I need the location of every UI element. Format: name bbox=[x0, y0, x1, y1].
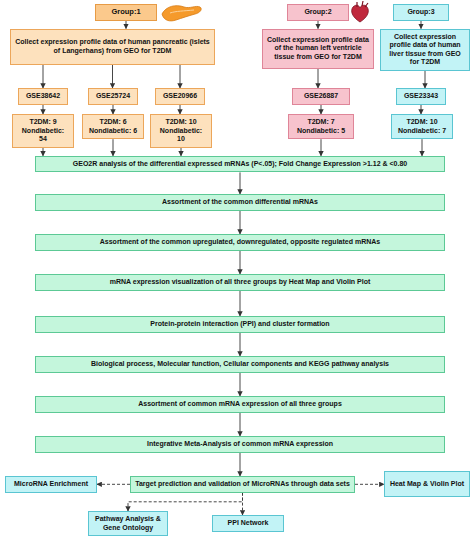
node-text: T2DM: 6 bbox=[99, 118, 126, 127]
node-text: GSE25724 bbox=[96, 92, 130, 101]
node-text: GSE23343 bbox=[404, 92, 438, 101]
flow-arrow bbox=[421, 21, 422, 29]
flow-arrow bbox=[240, 251, 241, 274]
process-box: Assortment of the common upregulated, do… bbox=[35, 234, 445, 251]
dataset-box: GSE38642 bbox=[18, 88, 68, 105]
flow-arrow bbox=[240, 211, 241, 234]
sample-box: T2DM: 10Nondiabetic: 7 bbox=[391, 114, 453, 139]
output-box: PPI Network bbox=[212, 515, 284, 532]
flow-arrow bbox=[126, 21, 127, 29]
flow-arrow bbox=[240, 333, 241, 356]
flow-arrow bbox=[240, 373, 241, 396]
flow-arrow bbox=[43, 105, 44, 114]
process-box: Assortment of the common differential mR… bbox=[35, 194, 445, 211]
node-text: T2DM: 10 bbox=[165, 118, 196, 127]
heart-icon bbox=[352, 1, 369, 22]
node-text: Group:2 bbox=[304, 8, 331, 17]
sample-box: T2DM: 7Nondiabetic: 5 bbox=[288, 114, 354, 139]
node-text: Nondiabetic: 54 bbox=[17, 127, 69, 144]
flow-arrow bbox=[240, 291, 241, 316]
output-box: Pathway Analysis & Gene Ontology bbox=[88, 511, 168, 536]
flow-arrow bbox=[180, 65, 181, 88]
collect-box: Collect expression profile data of human… bbox=[380, 29, 470, 71]
flow-arrow bbox=[355, 484, 384, 485]
process-box: Assortment of common mRNA expression of … bbox=[35, 396, 445, 413]
node-text: Target prediction and validation of Micr… bbox=[135, 480, 350, 489]
node-text: Assortment of the common upregulated, do… bbox=[100, 238, 380, 247]
node-text: Assortment of the common differential mR… bbox=[162, 198, 318, 207]
node-text: Nondiabetic: 5 bbox=[297, 127, 345, 136]
process-box: GEO2R analysis of the differential expre… bbox=[35, 156, 445, 173]
node-text: T2DM: 7 bbox=[307, 118, 334, 127]
process-box: Integrative Meta-Analysis of common mRNA… bbox=[35, 436, 445, 453]
flow-arrow bbox=[240, 453, 241, 476]
dataset-box: GSE23343 bbox=[396, 88, 446, 105]
node-text: GSE26887 bbox=[304, 92, 338, 101]
flow-arrow bbox=[240, 172, 241, 194]
node-text: Assortment of common mRNA expression of … bbox=[138, 400, 342, 409]
process-box: Target prediction and validation of Micr… bbox=[130, 476, 355, 493]
node-text: Biological process, Molecular function, … bbox=[91, 360, 389, 369]
node-text: Collect expression profile data of human… bbox=[15, 38, 210, 55]
node-text: Nondiabetic: 6 bbox=[89, 127, 137, 136]
flow-arrow bbox=[318, 69, 319, 88]
flow-arrow bbox=[425, 71, 426, 88]
flow-arrow bbox=[128, 493, 243, 511]
sample-box: T2DM: 10Nondiabetic: 10 bbox=[150, 114, 212, 148]
flow-arrow bbox=[113, 105, 114, 114]
node-text: T2DM: 10 bbox=[406, 118, 437, 127]
node-text: MicroRNA Enrichment bbox=[14, 480, 88, 489]
flow-arrow bbox=[422, 139, 423, 156]
process-box: Biological process, Molecular function, … bbox=[35, 356, 445, 373]
sample-box: T2DM: 6Nondiabetic: 6 bbox=[82, 114, 144, 139]
node-text: Nondiabetic: 7 bbox=[398, 127, 446, 136]
node-text: Group:3 bbox=[407, 8, 434, 17]
pancreas-icon bbox=[162, 6, 201, 21]
node-text: Collect expression profile data of the h… bbox=[267, 36, 369, 62]
dataset-box: GSE26887 bbox=[292, 88, 350, 105]
flow-arrow bbox=[43, 65, 44, 88]
node-text: GSE20966 bbox=[163, 92, 197, 101]
group-header: Group:3 bbox=[393, 4, 449, 21]
node-text: GEO2R analysis of the differential expre… bbox=[73, 160, 407, 169]
sample-box: T2DM: 9Nondiabetic: 54 bbox=[12, 114, 74, 148]
node-text: GSE38642 bbox=[26, 92, 60, 101]
group-header: Group:1 bbox=[95, 4, 157, 21]
flow-arrow bbox=[318, 21, 319, 29]
flow-arrow bbox=[113, 139, 114, 156]
node-text: mRNA expression visualization of all thr… bbox=[110, 278, 371, 287]
node-text: Heat Map & Violin Plot bbox=[390, 480, 464, 489]
flow-arrow bbox=[181, 148, 182, 156]
flow-arrow bbox=[240, 413, 241, 436]
node-text: T2DM: 9 bbox=[29, 118, 56, 127]
node-text: Protein-protein interaction (PPI) and cl… bbox=[150, 320, 329, 329]
node-text: Integrative Meta-Analysis of common mRNA… bbox=[147, 440, 333, 449]
collect-box: Collect expression profile data of the h… bbox=[262, 29, 374, 69]
flow-arrow bbox=[112, 65, 113, 88]
node-text: Collect expression profile data of human… bbox=[385, 33, 465, 67]
process-box: mRNA expression visualization of all thr… bbox=[35, 274, 445, 291]
node-text: Pathway Analysis & Gene Ontology bbox=[93, 515, 163, 532]
flow-arrow bbox=[43, 148, 44, 156]
group-header: Group:2 bbox=[287, 4, 349, 21]
flow-arrow bbox=[97, 484, 130, 485]
dataset-box: GSE20966 bbox=[155, 88, 205, 105]
output-box: Heat Map & Violin Plot bbox=[384, 471, 470, 497]
collect-box: Collect expression profile data of human… bbox=[10, 29, 215, 65]
dataset-box: GSE25724 bbox=[88, 88, 138, 105]
node-text: Nondiabetic: 10 bbox=[155, 127, 207, 144]
flow-arrow bbox=[242, 493, 243, 515]
output-box: MicroRNA Enrichment bbox=[5, 476, 97, 493]
flow-arrow bbox=[180, 105, 181, 114]
node-text: Group:1 bbox=[111, 8, 140, 17]
flow-arrow bbox=[421, 105, 422, 114]
flow-arrow bbox=[321, 139, 322, 156]
flow-arrow bbox=[321, 105, 322, 114]
process-box: Protein-protein interaction (PPI) and cl… bbox=[35, 316, 445, 333]
node-text: PPI Network bbox=[228, 519, 269, 528]
